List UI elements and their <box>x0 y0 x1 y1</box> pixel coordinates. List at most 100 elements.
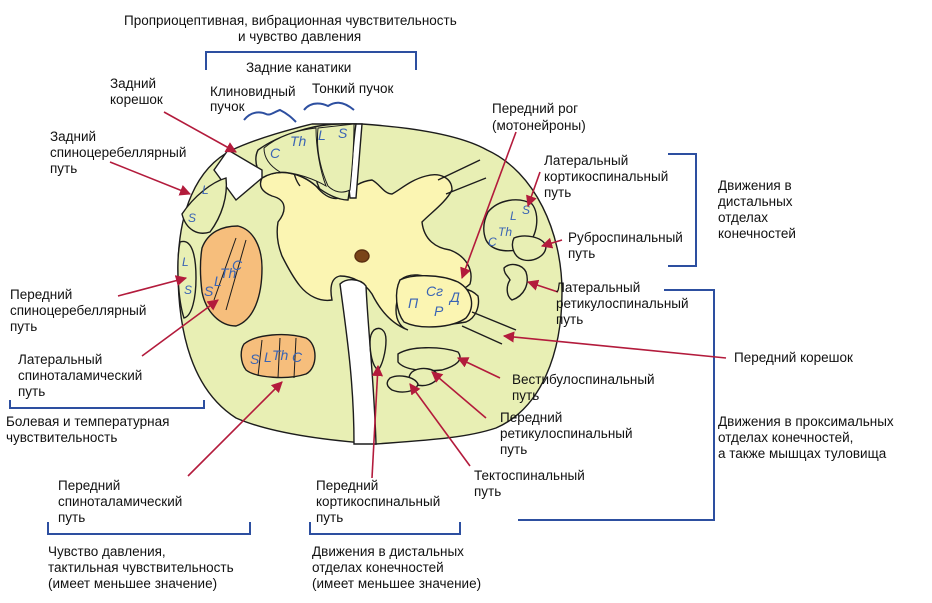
arrow-ventral-root <box>502 331 727 359</box>
label-pain-temp-1: Болевая и температурная <box>6 414 169 429</box>
arrow-ant-spinocerebellar <box>117 275 188 297</box>
letter-horn-sg: Сг <box>426 283 443 299</box>
label-tectospinal-1: Тектоспинальный <box>474 468 585 483</box>
label-top-sensation-1: Проприоцептивная, вибрационная чувствите… <box>124 13 457 28</box>
letter-latcs-s: S <box>522 203 530 217</box>
letter-latst-c: C <box>232 257 243 273</box>
bracket-proximal-movements <box>518 289 715 521</box>
label-distal-movements-1: Движения в <box>718 178 792 193</box>
label-ant-spinothalamic-2: спиноталамический <box>58 494 182 509</box>
arrow-ant-reticulospinal <box>431 371 487 419</box>
label-cuneate-1: Клиновидный <box>210 84 296 99</box>
tract-vestibulospinal <box>397 347 461 372</box>
bracket-pressure-touch <box>47 522 251 535</box>
arrow-tectospinal <box>409 383 471 467</box>
label-anterior-horn-1: Передний рог <box>492 101 578 116</box>
arrow-lateral-spinothalamic <box>141 299 219 357</box>
letter-antst-l: L <box>264 349 272 365</box>
ventral-root-line <box>445 177 487 195</box>
label-lateral-corticospinal-3: путь <box>544 185 571 200</box>
bracket-distal-movements-2 <box>309 522 461 535</box>
letter-gracile-l: L <box>318 127 326 143</box>
letter-postsc-s: S <box>188 211 196 225</box>
label-dorsal-root-1: Задний <box>110 76 156 91</box>
label-ventral-root: Передний корешок <box>734 350 853 365</box>
label-lateral-reticulospinal-3: путь <box>556 312 583 327</box>
spinothalamic-stripe <box>293 337 297 379</box>
arrow-post-spinocerebellar <box>109 161 192 196</box>
label-lateral-reticulospinal-1: Латеральный <box>556 280 640 295</box>
label-distal-movements-2: дистальных <box>718 194 793 209</box>
tract-lateral-reticulospinal <box>503 263 528 301</box>
letter-antst-c: C <box>292 349 303 365</box>
label-anterior-horn-2: (мотонейроны) <box>492 118 586 133</box>
letter-antsc-l: L <box>182 255 189 269</box>
letter-latcs-th: Th <box>498 225 512 239</box>
letter-postsc-l: L <box>202 183 209 197</box>
letter-horn-r: Р <box>434 303 444 319</box>
label-vestibulospinal-1: Вестибулоспинальный <box>512 372 655 387</box>
letter-horn-d: Д <box>448 289 460 305</box>
arrow-lateral-reticulospinal <box>526 279 559 293</box>
letter-latcs-l: L <box>510 209 517 223</box>
label-lateral-spinothalamic-2: спиноталамический <box>18 368 142 383</box>
label-post-spinocerebellar-1: Задний <box>50 129 96 144</box>
label-distal-movements-3: отделах <box>718 210 768 225</box>
label-lateral-spinothalamic-1: Латеральный <box>18 352 102 367</box>
bracket-pain-temp <box>9 400 205 409</box>
label-distal-movements-4: конечностей <box>718 226 796 241</box>
letter-cuneate-th: Th <box>290 133 307 149</box>
label-lateral-corticospinal-2: кортикоспинальный <box>544 169 668 184</box>
brace-cuneate <box>243 108 297 123</box>
ventral-root-line <box>461 325 503 345</box>
label-dorsal-root-2: корешок <box>110 92 163 107</box>
letter-horn-p: П <box>408 295 419 311</box>
tract-cuneate <box>263 127 327 188</box>
bracket-dorsal-columns <box>205 51 417 70</box>
label-distal-movements-2-3: (имеет меньшее значение) <box>312 576 481 591</box>
label-ant-spinocerebellar-2: спиноцеребеллярный <box>10 303 146 318</box>
spinothalamic-stripe <box>225 239 247 311</box>
arrow-lateral-corticospinal <box>526 171 541 208</box>
label-proximal-movements-2: отделах конечностей, <box>718 430 853 445</box>
letter-antst-s: S <box>250 351 260 367</box>
label-ant-corticospinal-1: Передний <box>316 478 378 493</box>
label-proximal-movements-1: Движения в проксимальных <box>718 414 894 429</box>
label-pressure-touch-1: Чувство давления, <box>48 544 166 559</box>
label-ant-spinothalamic-3: путь <box>58 510 85 525</box>
ventral-root-line <box>471 311 517 331</box>
label-ant-reticulospinal-1: Передний <box>500 410 562 425</box>
label-ant-corticospinal-3: путь <box>316 510 343 525</box>
pointer-arrows <box>109 111 727 479</box>
spinothalamic-stripe <box>277 337 281 379</box>
brace-gracile <box>303 101 355 111</box>
label-dorsal-columns: Задние канатики <box>246 60 351 75</box>
label-rubrospinal-2: путь <box>568 246 595 261</box>
label-lateral-corticospinal-1: Латеральный <box>544 153 628 168</box>
ventral-median-fissure <box>339 279 377 445</box>
label-pressure-touch-2: тактильная чувствительность <box>48 560 234 575</box>
arrow-dorsal-root <box>163 111 237 153</box>
arrow-anterior-horn <box>460 131 517 280</box>
letter-latst-s: S <box>204 283 214 299</box>
gray-matter <box>259 171 480 331</box>
label-ant-spinocerebellar-3: путь <box>10 319 37 334</box>
label-top-sensation-2: и чувство давления <box>238 29 361 44</box>
label-pain-temp-2: чувствительность <box>6 430 117 445</box>
spinothalamic-stripe <box>213 237 237 301</box>
arrow-ant-spinothalamic <box>187 381 283 477</box>
central-canal <box>354 249 370 263</box>
label-cuneate-2: пучок <box>210 99 245 114</box>
label-rubrospinal-1: Руброспинальный <box>568 230 683 245</box>
letter-antsc-s: S <box>184 283 192 297</box>
spinal-cord-section <box>177 123 563 445</box>
label-distal-movements-2-2: отделах конечностей <box>312 560 444 575</box>
label-ant-reticulospinal-2: ретикулоспинальный <box>500 426 633 441</box>
arrow-vestibulospinal <box>456 357 501 379</box>
label-post-spinocerebellar-3: путь <box>50 161 77 176</box>
tract-gracile <box>317 123 355 193</box>
label-post-spinocerebellar-2: спиноцеребеллярный <box>50 145 186 160</box>
label-ant-spinocerebellar-1: Передний <box>10 287 72 302</box>
